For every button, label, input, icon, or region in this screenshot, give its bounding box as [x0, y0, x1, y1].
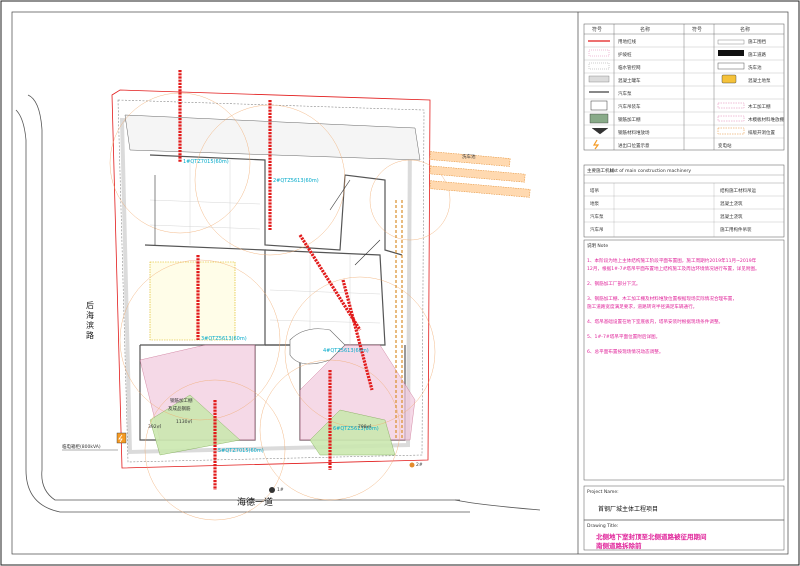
machinery-row-name: 汽车吊 — [590, 226, 604, 233]
legend-item: 施工道路 — [748, 51, 766, 58]
material-yard-label: 及成品钢筋 — [168, 405, 191, 412]
machinery-subtitle: List of main construction machinery — [610, 168, 691, 174]
legend-header-symbol-1: 符号 — [592, 26, 602, 33]
yellow-slab-zone — [149, 261, 236, 341]
site-boundary-red-line — [111, 89, 431, 469]
project-name: 首钢厂城主体工程项目 — [598, 505, 658, 513]
machinery-row-use: 混凝土浇筑 — [720, 200, 743, 207]
legend-header-name-1: 名称 — [640, 26, 650, 33]
machinery-row-use: 施工用构件吊装 — [720, 226, 752, 233]
central-ramp — [289, 328, 346, 365]
area-label-c: 798㎡ — [358, 423, 372, 430]
note-line: 6、总平面布置按现场情况动态调整。 — [587, 348, 663, 355]
legend-item: 汽车泵 — [618, 90, 632, 97]
machinery-row-use: 结构施工材料吊运 — [720, 187, 756, 194]
notes-title: 说明 Note — [587, 242, 608, 249]
legend-item: 临水管控网 — [618, 64, 641, 71]
west-road — [15, 94, 541, 513]
substation-icon — [116, 432, 127, 444]
legend-item: 用地红线 — [618, 38, 636, 45]
drawing-label: Drawing Title: — [587, 523, 618, 529]
crane-label-1: 1#QTZ7015(60m) — [183, 159, 229, 165]
legend-item: 钢筋材料堆放场 — [618, 129, 650, 136]
legend-item: 进出口位置示意 — [618, 142, 650, 149]
crane-label-6: 6#QTZ5613(60m) — [333, 426, 379, 432]
machinery-row-name: 汽车泵 — [590, 213, 604, 220]
note-line: 5、1#-7#塔吊平面位置附后详图。 — [587, 333, 660, 340]
crane-4-boom — [341, 279, 374, 391]
site-fence — [117, 99, 425, 463]
note-line: 12月，根据1#-7#塔吊平面布置地上结构施工及周边环境情况进行布置，详见附图。 — [587, 265, 760, 272]
note-line: 2、钢筋加工厂部分下沉。 — [587, 280, 640, 287]
green-yard-west — [149, 394, 241, 456]
drawing-title-line1: 北侧地下室封顶至北侧道路被征用期间 — [596, 532, 707, 541]
legend-panel — [583, 23, 785, 551]
machinery-rows: 塔吊 结构施工材料吊运 地泵 混凝土浇筑 汽车泵 混凝土浇筑 汽车吊 施工用构件… — [590, 187, 756, 233]
crane-label-4: 4#QTZ5613(60m) — [323, 348, 369, 354]
legend-item: 木工加工棚 — [748, 103, 771, 110]
legend-header-name-2: 名称 — [740, 26, 750, 33]
note-line: 4、塔吊基础设置在地下室底板内，塔吊安装时根据现场条件调整。 — [587, 318, 723, 325]
gate-icons — [269, 462, 415, 493]
road-label-west: 后海滨路 — [86, 300, 94, 340]
crane-label-2: 2#QTZ5613(60m) — [273, 178, 319, 184]
machinery-title: 主要施工机械 — [587, 167, 614, 174]
timber-stack-area — [429, 151, 531, 198]
gate-label-2: 2# — [416, 462, 423, 468]
notes-lines: 1、本阶段为地上主体结构施工阶段平面布置图，施工周期约2019年11月~2019… — [587, 257, 760, 355]
legend-item: 变电站 — [718, 142, 732, 149]
east-edge-bars — [395, 200, 403, 440]
legend-item: 混凝土罐车 — [618, 77, 641, 84]
crane-7-boom — [298, 234, 362, 331]
substation-label: 临电箱柜(800kVA) — [62, 443, 101, 450]
legend-item: 洗车池 — [748, 64, 762, 71]
legend-entries: 用地红线 施工围挡 护坡桩 施工道路 临水管控网 洗车池 混凝土罐车 混凝土地泵… — [618, 38, 784, 149]
structure-grid — [149, 160, 381, 345]
note-line: 3、钢筋加工棚、木工加工棚及材料堆放位置根据现场实际情况合理布置， — [587, 295, 737, 302]
crane-radii — [109, 92, 451, 521]
legend-item: 木模板材料堆放棚 — [748, 116, 784, 123]
machinery-row-use: 混凝土浇筑 — [720, 213, 743, 220]
rebar-yard-label: 钢筋加工棚 — [170, 397, 193, 404]
note-line: 1、本阶段为地上主体结构施工阶段平面布置图，施工周期约2019年11月~2019… — [587, 257, 757, 264]
crane-label-3: 3#QTZ5613(60m) — [201, 336, 247, 342]
gate-label-1: 1# — [277, 487, 284, 493]
crane-masts — [154, 175, 381, 266]
crane-label-5: 5#QTZ7015(60m) — [218, 448, 264, 454]
note-line: 施工道路宽度满足要求，道路转弯半径满足车辆通行。 — [587, 303, 697, 310]
legend-item: 排版开洞位置 — [748, 129, 775, 136]
legend-item: 汽车吊装车 — [618, 103, 641, 110]
legend-item: 混凝土地泵 — [748, 77, 771, 84]
wash-label: 洗车池 — [462, 153, 476, 160]
legend-header-symbol-2: 符号 — [692, 26, 702, 33]
legend-item: 护坡桩 — [618, 51, 632, 58]
legend-item: 施工围挡 — [748, 38, 766, 45]
machinery-row-name: 地泵 — [590, 200, 599, 207]
project-label: Project Name: — [587, 489, 619, 495]
area-label-a: 392㎡ — [148, 423, 162, 430]
drawing-title-line2: 南侧道路拆除前 — [596, 541, 642, 550]
north-strip — [124, 114, 421, 161]
tower-cranes — [178, 70, 374, 490]
machinery-row-name: 塔吊 — [590, 187, 599, 194]
area-label-b: 1130㎡ — [176, 418, 192, 425]
road-label-south: 海德一道 — [237, 496, 273, 508]
legend-item: 钢筋加工棚 — [618, 116, 641, 123]
inner-border — [11, 11, 789, 555]
